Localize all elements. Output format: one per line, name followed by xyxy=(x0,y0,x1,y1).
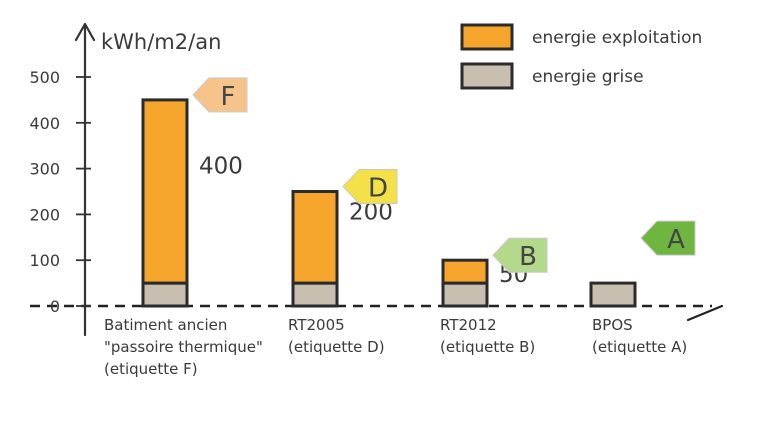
grade-letter-B: B xyxy=(519,242,537,272)
legend-label-1: energie grise xyxy=(532,67,644,87)
category-label-0-1: "passoire thermique" xyxy=(104,338,263,356)
bar-energie-grise-3 xyxy=(589,281,637,308)
bar-energie-exploitation-1 xyxy=(291,190,339,285)
grade-tag-D xyxy=(342,169,398,204)
grade-letter-A: A xyxy=(667,225,685,255)
category-label-2-1: (etiquette B) xyxy=(440,338,535,356)
grade-tag-A xyxy=(640,220,696,256)
category-label-3-0: BPOS xyxy=(592,316,633,334)
y-tick-label-500: 500 xyxy=(29,68,60,87)
bar-energie-exploitation-0 xyxy=(141,98,189,285)
legend-swatch-1 xyxy=(460,62,514,90)
legend-label-0: energie exploitation xyxy=(532,28,702,48)
y-axis-arrow xyxy=(74,22,96,42)
value-label-0: 400 xyxy=(199,154,243,180)
category-label-0-2: (etiquette F) xyxy=(104,360,198,378)
y-tick-label-300: 300 xyxy=(29,160,60,179)
category-label-1-1: (etiquette D) xyxy=(288,338,385,356)
legend-swatch-0 xyxy=(460,23,514,51)
x-axis-arrow xyxy=(686,304,724,322)
y-axis-label: kWh/m2/an xyxy=(101,30,221,54)
grade-tag-B xyxy=(492,237,548,273)
y-tick-label-200: 200 xyxy=(29,205,60,224)
y-tick-label-100: 100 xyxy=(29,251,60,270)
category-label-0-0: Batiment ancien xyxy=(104,316,227,334)
y-tick-label-0: 0 xyxy=(50,297,60,316)
y-tick-label-400: 400 xyxy=(29,114,60,133)
bar-energie-grise-2 xyxy=(441,281,489,308)
grade-letter-D: D xyxy=(368,174,388,204)
grade-tag-F xyxy=(192,77,248,113)
grade-letter-F: F xyxy=(221,82,236,112)
category-label-3-1: (etiquette A) xyxy=(592,338,687,356)
bar-energie-grise-0 xyxy=(141,281,189,308)
category-label-2-0: RT2012 xyxy=(440,316,497,334)
category-label-1-0: RT2005 xyxy=(288,316,345,334)
bar-energie-grise-1 xyxy=(291,281,339,308)
bar-energie-exploitation-2 xyxy=(441,258,489,285)
